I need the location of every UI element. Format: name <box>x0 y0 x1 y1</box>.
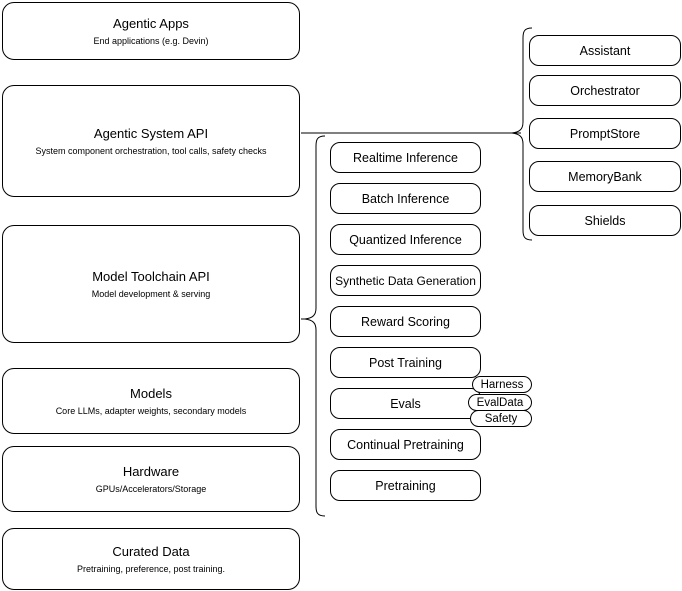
pill-harness[interactable]: Harness <box>472 376 532 393</box>
pill-label: Safety <box>484 412 518 425</box>
layer-box-curated-data[interactable]: Curated Data Pretraining, preference, po… <box>2 528 300 590</box>
layer-title: Hardware <box>122 463 180 479</box>
component-box-assistant[interactable]: Assistant <box>529 35 681 66</box>
component-box-orchestrator[interactable]: Orchestrator <box>529 75 681 106</box>
layer-title: Agentic System API <box>93 125 209 141</box>
service-label: Realtime Inference <box>353 150 458 165</box>
layer-title: Models <box>130 385 172 401</box>
component-label: Orchestrator <box>570 83 640 98</box>
component-label: Assistant <box>579 43 631 58</box>
component-box-memorybank[interactable]: MemoryBank <box>529 161 681 192</box>
layer-box-model-toolchain-api[interactable]: Model Toolchain API Model development & … <box>2 225 300 343</box>
component-label: MemoryBank <box>568 169 642 184</box>
layer-subtitle: System component orchestration, tool cal… <box>35 145 267 156</box>
service-box-reward-scoring[interactable]: Reward Scoring <box>330 306 481 337</box>
service-box-continual-pretraining[interactable]: Continual Pretraining <box>330 429 481 460</box>
layer-subtitle: Pretraining, preference, post training. <box>76 563 226 574</box>
service-label: Evals <box>390 396 421 411</box>
layer-box-agentic-apps[interactable]: Agentic Apps End applications (e.g. Devi… <box>2 2 300 60</box>
service-label: Continual Pretraining <box>347 437 464 452</box>
service-box-synthetic-data-generation[interactable]: Synthetic Data Generation <box>330 265 481 296</box>
service-box-batch-inference[interactable]: Batch Inference <box>330 183 481 214</box>
service-label: Pretraining <box>375 478 436 493</box>
layer-title: Curated Data <box>112 543 190 559</box>
layer-box-agentic-system-api[interactable]: Agentic System API System component orch… <box>2 85 300 197</box>
component-box-shields[interactable]: Shields <box>529 205 681 236</box>
pill-evaldata[interactable]: EvalData <box>468 394 532 411</box>
service-label: Batch Inference <box>361 191 450 206</box>
pill-label: Harness <box>480 378 524 391</box>
layer-subtitle: Core LLMs, adapter weights, secondary mo… <box>55 405 247 416</box>
component-label: Shields <box>584 213 626 228</box>
brace-toolchain-services <box>301 135 326 517</box>
service-label: Post Training <box>369 355 442 370</box>
service-label: Synthetic Data Generation <box>335 273 476 288</box>
service-label: Quantized Inference <box>349 232 462 247</box>
service-box-quantized-inference[interactable]: Quantized Inference <box>330 224 481 255</box>
service-label: Reward Scoring <box>361 314 450 329</box>
layer-box-hardware[interactable]: Hardware GPUs/Accelerators/Storage <box>2 446 300 512</box>
service-box-realtime-inference[interactable]: Realtime Inference <box>330 142 481 173</box>
pill-safety[interactable]: Safety <box>470 410 532 427</box>
layer-title: Model Toolchain API <box>92 268 210 284</box>
service-box-evals[interactable]: Evals <box>330 388 481 419</box>
component-box-promptstore[interactable]: PromptStore <box>529 118 681 149</box>
layer-title: Agentic Apps <box>113 15 189 31</box>
service-box-post-training[interactable]: Post Training <box>330 347 481 378</box>
layer-subtitle: GPUs/Accelerators/Storage <box>95 483 207 494</box>
layer-box-models[interactable]: Models Core LLMs, adapter weights, secon… <box>2 368 300 434</box>
component-label: PromptStore <box>569 126 641 141</box>
layer-subtitle: End applications (e.g. Devin) <box>93 35 209 46</box>
layer-subtitle: Model development & serving <box>91 288 211 299</box>
pill-label: EvalData <box>476 396 524 409</box>
service-box-pretraining[interactable]: Pretraining <box>330 470 481 501</box>
